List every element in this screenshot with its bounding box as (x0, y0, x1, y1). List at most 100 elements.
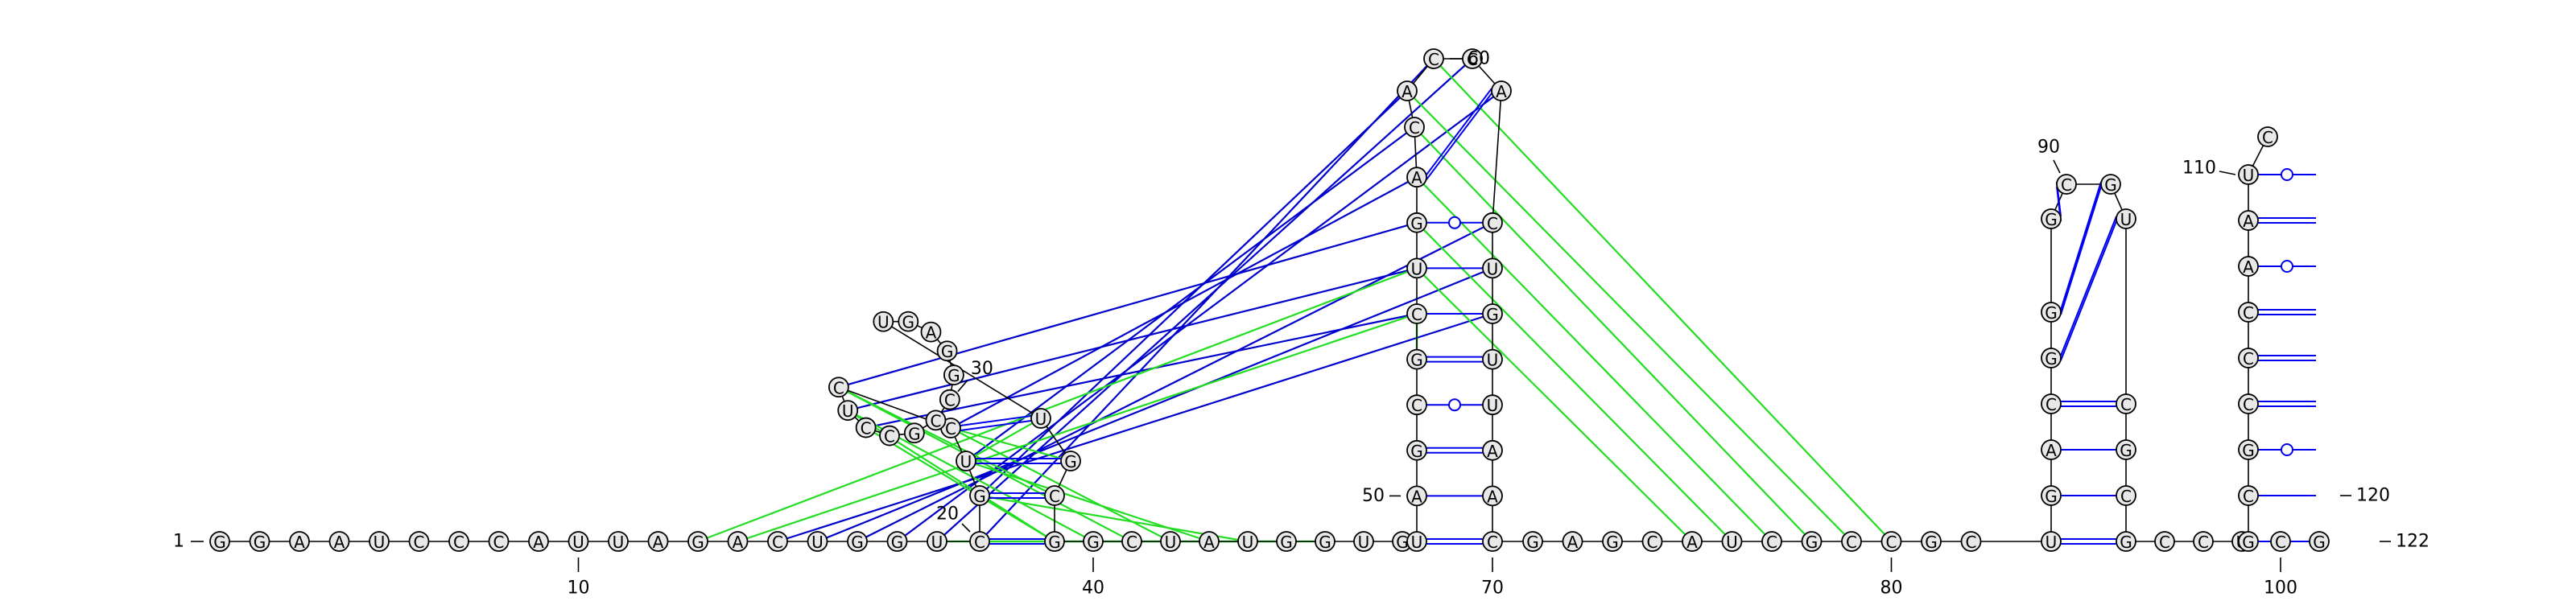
nucleotide-letter: U (811, 533, 824, 552)
gu-wobble-marker (1449, 217, 1460, 228)
nucleotide-letter: A (294, 533, 305, 552)
nucleotide: U (2041, 532, 2061, 552)
nucleotide-letter: U (2120, 210, 2132, 229)
nucleotide: C (1424, 49, 1443, 69)
nucleotide-letter: U (1487, 396, 1499, 415)
nucleotide-letter: G (947, 366, 960, 385)
nucleotide: G (250, 532, 270, 552)
nucleotide-letter: A (2243, 257, 2254, 277)
nucleotide-letter: U (842, 401, 854, 421)
nucleotide-letter: G (691, 533, 704, 552)
base-pair-line (2061, 187, 2101, 315)
position-label: 1 (173, 532, 184, 552)
nucleotide-letter: G (1606, 533, 1619, 552)
nucleotide: C (829, 377, 848, 397)
nucleotide-letter: C (944, 391, 956, 410)
nucleotide-letter: C (2198, 533, 2209, 552)
nucleotide-letter: U (960, 452, 972, 471)
nucleotide-letter: C (861, 419, 872, 438)
position-label: 70 (1481, 578, 1504, 599)
nucleotide-letter: C (2120, 487, 2132, 506)
nucleotide: U (1161, 532, 1180, 552)
nucleotide-letter: C (2120, 395, 2132, 414)
position-label: 90 (2037, 138, 2060, 158)
nucleotide-letter: C (2159, 533, 2170, 552)
nucleotide: A (1563, 532, 1583, 552)
nucleotide-letter: C (974, 533, 985, 552)
nucleotide-letter: G (254, 533, 266, 552)
nucleotide: C (410, 532, 429, 552)
nucleotide: A (2041, 440, 2061, 460)
tertiary-contact-blue (818, 268, 1493, 541)
nucleotide: C (1405, 117, 1424, 138)
nucleotide: C (2116, 486, 2136, 506)
nucleotide-letter: G (1410, 214, 1423, 233)
nucleotide: A (1483, 486, 1502, 506)
tertiary-contact-blue (980, 91, 1407, 496)
nucleotide-letter: C (945, 419, 956, 438)
nucleotide: C (449, 532, 469, 552)
nucleotide: G (2239, 440, 2258, 460)
nucleotide: C (2271, 532, 2290, 552)
nucleotide: C (1483, 532, 1502, 552)
nucleotide-letter: C (2275, 533, 2286, 552)
nucleotide: G (1603, 532, 1622, 552)
nucleotide-letter: C (1647, 533, 1658, 552)
nucleotide: G (2116, 440, 2136, 460)
nucleotide-letter: A (1411, 487, 1422, 506)
nucleotide: U (808, 532, 828, 552)
nucleotide: G (2041, 486, 2061, 506)
nucleotide: G (888, 532, 907, 552)
nucleotide-letter: C (1126, 533, 1137, 552)
nucleotide: U (2239, 165, 2258, 185)
nucleotide-letter: U (374, 533, 386, 552)
position-tick (962, 524, 970, 532)
nucleotide-letter: C (772, 533, 783, 552)
nucleotide-letter: A (733, 533, 744, 552)
nucleotide: C (1407, 304, 1426, 324)
nucleotide-letter: G (2045, 303, 2058, 323)
tertiary-contact-blue (951, 177, 1417, 428)
nucleotide: A (1199, 532, 1219, 552)
nucleotide-letter: U (1487, 351, 1499, 370)
nucleotide-letter: A (1686, 533, 1698, 552)
nucleotide: G (2239, 532, 2258, 552)
nucleotide: G (1407, 350, 1426, 370)
nucleotide: G (905, 423, 924, 443)
gu-wobble-marker (2281, 261, 2293, 272)
position-label: 100 (2264, 578, 2297, 599)
nucleotide-letter: G (2242, 533, 2255, 552)
nucleotide: U (927, 532, 947, 552)
nucleotide: C (880, 426, 899, 447)
nucleotide: A (1483, 441, 1502, 461)
nucleotide: G (688, 532, 708, 552)
nucleotide: C (857, 418, 876, 438)
nucleotide: U (956, 451, 976, 471)
base-pair-line (2061, 182, 2101, 310)
nucleotide-letter: C (1428, 50, 1439, 69)
nucleotide-letter: G (908, 424, 921, 443)
nucleotide-letter: C (493, 533, 505, 552)
nucleotide-letter: A (533, 533, 544, 552)
gu-wobble-marker (1449, 399, 1460, 410)
nucleotide: A (1407, 167, 1426, 187)
nucleotide-letter: A (1496, 82, 1507, 101)
nucleotide: G (848, 532, 867, 552)
nucleotide-letter: G (891, 533, 904, 552)
nucleotide-letter: C (2061, 175, 2072, 195)
base-pairs-layer (960, 88, 2316, 544)
nucleotide: A (921, 323, 940, 343)
nucleotide-letter: C (1487, 533, 1498, 552)
nucleotide: G (1045, 532, 1064, 552)
base-pair-line (2061, 221, 2116, 360)
position-label: 122 (2396, 532, 2429, 552)
nucleotide-letter: G (941, 342, 954, 361)
nucleotide-letter: U (1358, 533, 1370, 552)
nucleotide-letter: G (1925, 533, 1938, 552)
nucleotide-letter: A (926, 323, 937, 343)
nucleotide: A (2239, 257, 2258, 277)
nucleotide: G (1061, 451, 1080, 471)
nucleotide-letter: G (1806, 533, 1818, 552)
